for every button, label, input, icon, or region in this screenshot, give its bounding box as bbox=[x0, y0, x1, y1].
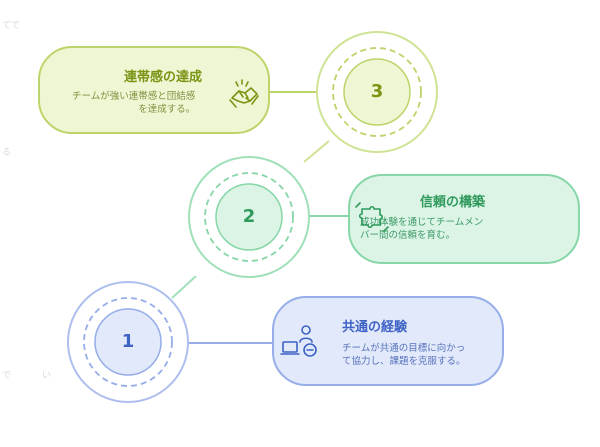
node-2-dashed-ring bbox=[204, 172, 294, 262]
step-card-2: 信頼の構築 成功体験を通じてチームメン バー間の信頼を育む。 bbox=[348, 174, 580, 264]
node-1-dashed-ring bbox=[83, 297, 173, 387]
handshake-icon bbox=[229, 79, 259, 108]
step-number-1: 1 bbox=[121, 331, 135, 352]
step-number-2: 2 bbox=[242, 206, 256, 227]
step-description-2-line-1: 成功体験を通じてチームメン bbox=[360, 217, 484, 228]
step-description-2-line-2: バー間の信頼を育む。 bbox=[360, 230, 456, 241]
connector-2-3 bbox=[303, 140, 330, 163]
step-title-1: 共通の経験 bbox=[342, 320, 408, 335]
step-description-3-line-1: チームが強い連帯感と団結感 bbox=[72, 91, 196, 102]
node-3-dashed-ring bbox=[332, 47, 422, 137]
node-3-core bbox=[343, 58, 411, 126]
step-card-3: 連帯感の達成 チームが強い連帯感と団結感 を達成する。 bbox=[38, 46, 270, 134]
node-1-core bbox=[94, 308, 162, 376]
connector-1-2 bbox=[171, 275, 197, 299]
faded-fragment: で bbox=[2, 371, 12, 381]
node-2-core bbox=[215, 183, 283, 251]
step-title-3: 連帯感の達成 bbox=[124, 70, 203, 85]
puzzle-hands-icon bbox=[355, 202, 389, 232]
step-description-3-line-2: を達成する。 bbox=[138, 104, 196, 115]
step-description-2: 成功体験を通じてチームメン バー間の信頼を育む。 bbox=[360, 216, 483, 242]
step-description-1-line-2: て協力し、課題を克服する。 bbox=[342, 356, 466, 367]
step-number-3: 3 bbox=[370, 81, 384, 102]
faded-fragment: る bbox=[2, 148, 12, 158]
step-title-2: 信頼の構築 bbox=[420, 195, 486, 210]
faded-fragment: い bbox=[42, 371, 52, 381]
step-description-1-line-1: チームが共通の目標に向かっ bbox=[342, 343, 466, 354]
step-card-1: 共通の経験 チームが共通の目標に向かっ て協力し、課題を克服する。 bbox=[272, 296, 504, 386]
step-description-1: チームが共通の目標に向かっ て協力し、課題を克服する。 bbox=[342, 342, 466, 368]
people-laptop-icon bbox=[280, 325, 317, 357]
faded-fragment: てで bbox=[2, 21, 21, 31]
step-description-3: チームが強い連帯感と団結感 を達成する。 bbox=[72, 90, 195, 116]
